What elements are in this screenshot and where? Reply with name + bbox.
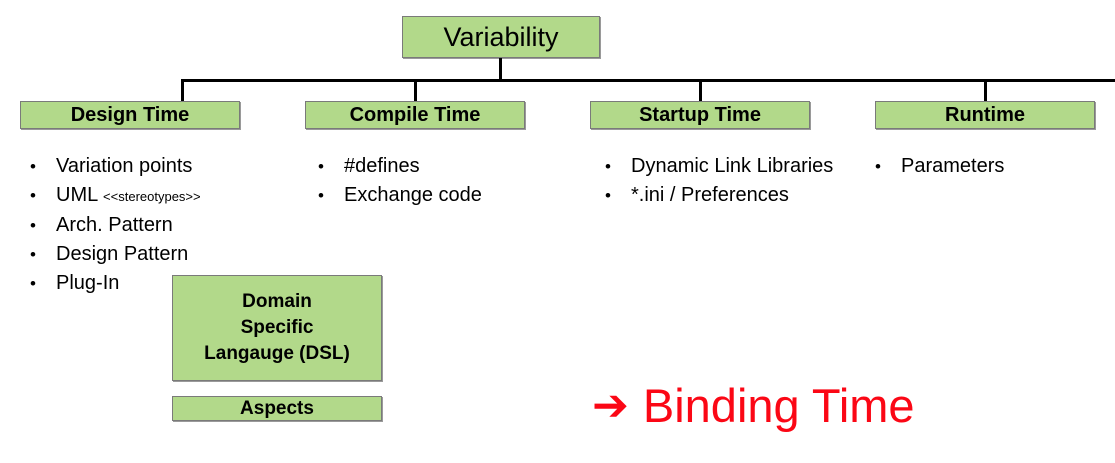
list-item-label: Exchange code bbox=[344, 184, 482, 206]
list-item-label: Variation points bbox=[56, 155, 193, 177]
list-item: • Plug-In bbox=[30, 269, 295, 298]
node-design-time[interactable]: Design Time bbox=[20, 101, 240, 129]
list-item-label: Plug-In bbox=[56, 272, 120, 294]
bullet-icon: • bbox=[605, 186, 611, 205]
bullet-icon: • bbox=[30, 245, 36, 264]
bullet-icon: • bbox=[30, 216, 36, 235]
list-item-label: *.ini / Preferences bbox=[631, 184, 789, 206]
list-item: • Parameters bbox=[875, 152, 1105, 181]
connector-drop-startup bbox=[699, 79, 702, 102]
bullet-icon: • bbox=[875, 157, 881, 176]
binding-time-label: Binding Time bbox=[642, 379, 915, 432]
bullet-icon: • bbox=[318, 157, 324, 176]
node-runtime-label: Runtime bbox=[945, 103, 1025, 126]
dsl-line-2: Specific bbox=[240, 317, 314, 338]
node-runtime[interactable]: Runtime bbox=[875, 101, 1095, 129]
binding-time-callout: ➔ Binding Time bbox=[592, 382, 915, 429]
node-compile-time[interactable]: Compile Time bbox=[305, 101, 525, 129]
list-item-label: Parameters bbox=[901, 155, 1005, 177]
connector-root-stem bbox=[499, 58, 502, 81]
connector-drop-runtime bbox=[984, 79, 987, 102]
node-variability-label: Variability bbox=[443, 21, 559, 52]
list-item-label: Dynamic Link Libraries bbox=[631, 155, 834, 177]
node-variability[interactable]: Variability bbox=[402, 16, 600, 58]
list-item-label: UML <<stereotypes>> bbox=[56, 181, 295, 211]
list-item: • Design Pattern bbox=[30, 240, 295, 269]
bullet-icon: • bbox=[30, 274, 36, 293]
list-item: • Exchange code bbox=[318, 181, 548, 210]
list-item-label: Design Pattern bbox=[56, 243, 189, 265]
node-design-time-label: Design Time bbox=[70, 103, 190, 126]
dsl-line-3: Langauge (DSL) bbox=[204, 343, 350, 364]
bullet-list-runtime: • Parameters bbox=[875, 152, 1105, 181]
list-item: • *.ini / Preferences bbox=[605, 181, 870, 210]
bullet-list-design-time: • Variation points • UML <<stereotypes>>… bbox=[30, 152, 295, 298]
connector-horizontal-bus bbox=[181, 79, 1115, 82]
node-compile-time-label: Compile Time bbox=[349, 103, 481, 126]
list-item: • Dynamic Link Libraries bbox=[605, 152, 870, 181]
right-arrow-icon: ➔ bbox=[592, 380, 629, 430]
bullet-icon: • bbox=[318, 186, 324, 205]
dsl-line-1: Domain bbox=[242, 291, 312, 312]
bullet-list-compile-time: • #defines • Exchange code bbox=[318, 152, 548, 210]
list-item: • UML <<stereotypes>> bbox=[30, 181, 295, 211]
list-item-text: UML bbox=[56, 184, 104, 206]
list-item-label: Arch. Pattern bbox=[56, 214, 173, 236]
connector-drop-design bbox=[181, 79, 184, 102]
node-domain-specific-language[interactable]: Domain Specific Langauge (DSL) bbox=[172, 275, 382, 381]
bullet-icon: • bbox=[605, 157, 611, 176]
list-item: • #defines bbox=[318, 152, 548, 181]
bullet-list-startup-time: • Dynamic Link Libraries • *.ini / Prefe… bbox=[605, 152, 870, 210]
node-aspects[interactable]: Aspects bbox=[172, 396, 382, 421]
node-startup-time-label: Startup Time bbox=[639, 103, 761, 126]
bullet-icon: • bbox=[30, 157, 36, 176]
list-item-label: #defines bbox=[344, 155, 420, 177]
bullet-icon: • bbox=[30, 186, 36, 205]
list-item: • Arch. Pattern bbox=[30, 211, 295, 240]
list-item-stereotype: <<stereotypes>> bbox=[103, 189, 201, 204]
node-aspects-label: Aspects bbox=[240, 397, 314, 419]
node-startup-time[interactable]: Startup Time bbox=[590, 101, 810, 129]
connector-drop-compile bbox=[414, 79, 417, 102]
list-item: • Variation points bbox=[30, 152, 295, 181]
